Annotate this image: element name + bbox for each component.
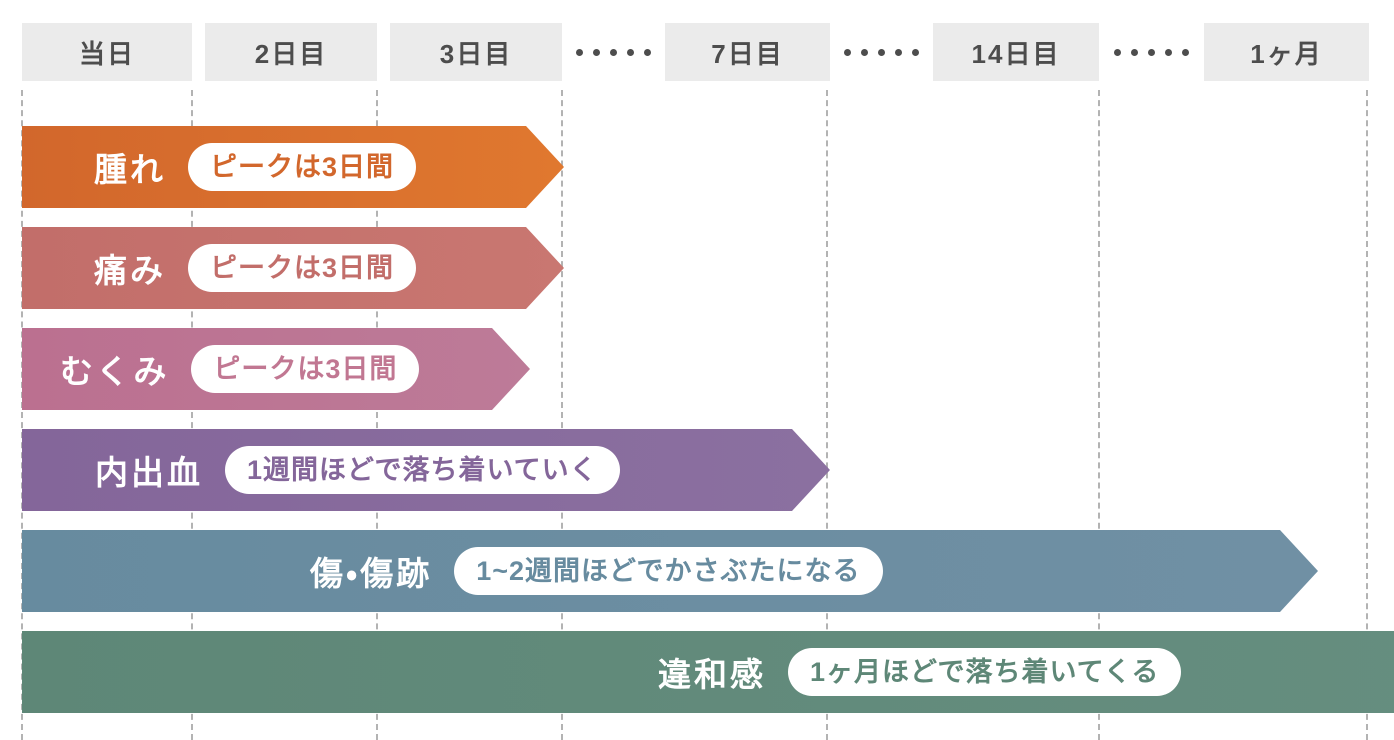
header-label: 7日目 <box>711 38 784 69</box>
bar-note-badge: ピークは3日間 <box>191 345 419 393</box>
header-cell-day7: 7日目 <box>665 23 830 81</box>
header-label: 2日目 <box>254 38 328 69</box>
dots-separator <box>1099 23 1204 81</box>
header-gap <box>192 23 205 81</box>
bar-note-badge: 1ヶ月ほどで落ち着いてくる <box>788 648 1181 696</box>
bar-label: 傷・傷跡 <box>310 555 433 592</box>
bar-note-badge: 1~2週間ほどでかさぶたになる <box>454 547 882 595</box>
header-label: 当日 <box>78 38 135 69</box>
grid-line <box>376 90 378 740</box>
header-label: 3日目 <box>439 38 513 69</box>
header-cell-day3: 3日目 <box>390 23 562 81</box>
timeline-header: 当日 2日目 3日目 7日目 14日目 1ヶ月 <box>22 23 1369 81</box>
header-label: 1ヶ月 <box>1250 38 1323 69</box>
dots-separator <box>830 23 933 81</box>
header-cell-day14: 14日目 <box>933 23 1099 81</box>
header-cell-day0: 当日 <box>22 23 192 81</box>
bar-label: 内出血 <box>95 454 203 491</box>
bar-note-badge: ピークは3日間 <box>188 143 416 191</box>
header-gap <box>377 23 390 81</box>
grid-line <box>191 90 193 740</box>
dots-separator <box>562 23 665 81</box>
grid-line <box>1366 90 1368 740</box>
bar-label: 違和感 <box>658 656 766 693</box>
bar-note-badge: 1週間ほどで落ち着いていく <box>225 446 620 494</box>
header-cell-month1: 1ヶ月 <box>1204 23 1369 81</box>
grid-line <box>21 90 23 740</box>
timeline-bar-swelling: 腫れ ピークは3日間 <box>22 126 564 208</box>
timeline-bar-scar: 傷・傷跡 1~2週間ほどでかさぶたになる <box>22 530 1318 612</box>
grid-line <box>561 90 563 740</box>
bar-label: 腫れ <box>94 151 166 188</box>
header-cell-day2: 2日目 <box>205 23 377 81</box>
timeline-bar-pain: 痛み ピークは3日間 <box>22 227 564 309</box>
header-label: 14日目 <box>971 38 1061 69</box>
bar-label: むくみ <box>60 353 170 390</box>
timeline-bar-discomfort: 違和感 1ヶ月ほどで落ち着いてくる <box>22 631 1394 713</box>
bar-label: 痛み <box>94 252 166 289</box>
timeline-bar-puffiness: むくみ ピークは3日間 <box>22 328 530 410</box>
grid-line <box>826 90 828 740</box>
bar-note-badge: ピークは3日間 <box>188 244 416 292</box>
grid-line <box>1098 90 1100 740</box>
timeline-bar-bruising: 内出血 1週間ほどで落ち着いていく <box>22 429 830 511</box>
